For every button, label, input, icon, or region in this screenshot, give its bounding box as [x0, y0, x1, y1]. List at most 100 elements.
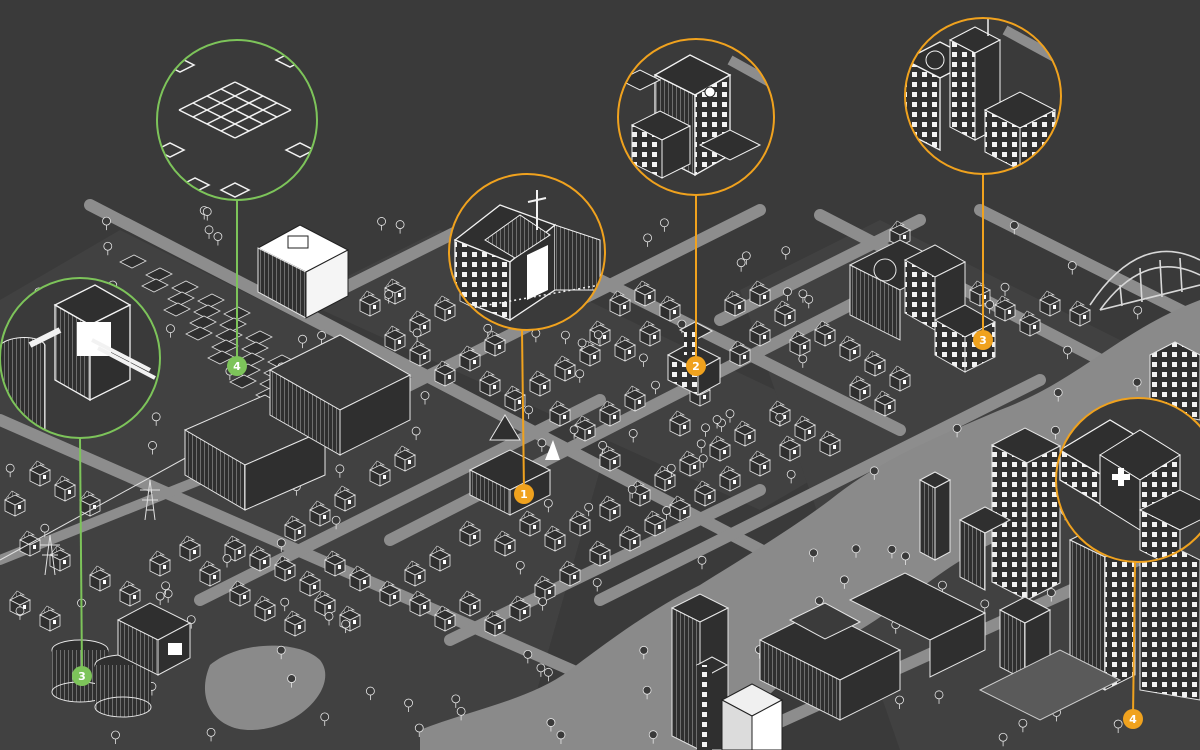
tree [204, 225, 214, 239]
tree [531, 328, 541, 343]
tree [546, 718, 556, 732]
tree [537, 438, 547, 452]
house [334, 485, 356, 512]
tree [15, 606, 25, 620]
tree [736, 258, 746, 272]
tree [213, 232, 223, 246]
tree [809, 548, 818, 562]
house [459, 590, 481, 617]
house [599, 445, 621, 472]
tree [1067, 261, 1077, 275]
house [229, 580, 251, 607]
tree [163, 589, 173, 603]
tree [543, 667, 553, 682]
tree [148, 441, 157, 455]
tree [643, 233, 653, 247]
marker-office[interactable]: 2 [686, 356, 706, 376]
tree [155, 591, 165, 606]
tree [280, 597, 290, 612]
tree [648, 730, 658, 744]
solar-panel [163, 302, 191, 317]
solar-panel [197, 293, 225, 308]
tree [627, 485, 637, 499]
house [889, 220, 911, 247]
marker-church[interactable]: 1 [514, 484, 534, 504]
callout-treatment-plant [0, 277, 161, 439]
house [314, 590, 336, 617]
house [554, 355, 576, 382]
marker-helipad[interactable]: 3 [973, 330, 993, 350]
tree [1053, 388, 1063, 402]
marker-hospital[interactable]: 4 [1123, 709, 1143, 729]
tree [276, 645, 286, 660]
tree [102, 216, 111, 231]
tree [536, 663, 546, 677]
tree [411, 426, 421, 441]
tree [320, 712, 330, 726]
house [579, 340, 601, 367]
house [409, 590, 431, 617]
tree [786, 469, 796, 484]
house [779, 435, 801, 462]
tree [584, 502, 594, 517]
house [459, 520, 481, 547]
tree [952, 424, 962, 438]
house [749, 450, 771, 477]
house [599, 400, 621, 427]
tree [593, 330, 603, 344]
house [549, 400, 571, 427]
tree [543, 498, 553, 513]
tree [677, 319, 687, 334]
house [544, 525, 566, 552]
tree [395, 220, 405, 234]
tree [556, 730, 566, 744]
house [864, 350, 886, 377]
house [669, 495, 691, 522]
house [19, 530, 41, 557]
solar-panel [193, 304, 221, 319]
marker-solar-label: 4 [233, 360, 241, 373]
house [569, 510, 591, 537]
house [379, 580, 401, 607]
tree [783, 287, 792, 301]
callout-solar-panels [156, 39, 318, 201]
house [484, 610, 506, 637]
tree [642, 685, 652, 700]
house [359, 290, 381, 317]
house [369, 460, 391, 487]
tree [202, 207, 212, 221]
solar-panel [229, 374, 257, 389]
marker-treatment-label: 3 [78, 670, 86, 683]
house [814, 320, 836, 347]
tree [985, 300, 995, 314]
house [434, 295, 456, 322]
tree [887, 544, 897, 559]
marker-helipad-label: 3 [979, 334, 987, 347]
house [299, 570, 321, 597]
callout-leaders [79, 174, 1136, 718]
house [409, 310, 431, 337]
factory-building [268, 334, 412, 456]
house [574, 415, 596, 442]
marker-treatment-plant[interactable]: 3 [72, 666, 92, 686]
house [384, 325, 406, 352]
house [409, 340, 431, 367]
house [429, 545, 451, 572]
marker-solar[interactable]: 4 [227, 356, 247, 376]
tree [335, 464, 345, 478]
house [654, 465, 676, 492]
tree [456, 706, 466, 721]
tree [515, 560, 525, 575]
tree [276, 538, 286, 552]
tree [161, 581, 171, 595]
house [679, 450, 701, 477]
tree [412, 328, 422, 342]
tree [384, 290, 394, 304]
house [794, 415, 816, 442]
tree [287, 674, 297, 688]
marker-church-label: 1 [520, 488, 528, 501]
tree [420, 391, 430, 405]
house [709, 435, 731, 462]
house [309, 500, 331, 527]
